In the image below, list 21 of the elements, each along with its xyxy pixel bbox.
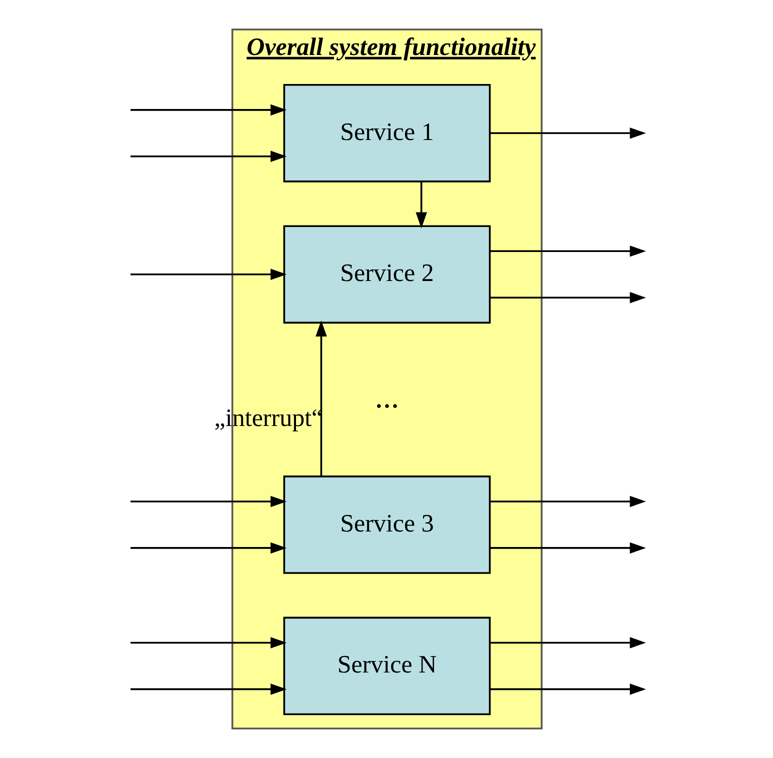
arrow — [490, 684, 646, 695]
arrow — [130, 496, 286, 508]
arrow — [490, 128, 646, 139]
arrow — [490, 246, 646, 257]
arrow — [130, 150, 286, 162]
node-box: Service 2 — [282, 225, 490, 324]
arrow — [130, 637, 286, 648]
arrow — [130, 684, 286, 695]
arrow — [415, 182, 426, 228]
arrow — [490, 496, 646, 508]
arrow — [130, 104, 286, 116]
arrow — [490, 637, 646, 648]
arrow — [130, 542, 286, 554]
arrow — [130, 268, 286, 280]
arrow — [490, 542, 646, 554]
node-box: Service 3 — [282, 476, 490, 574]
arrow — [490, 292, 646, 304]
label: ... — [374, 378, 399, 414]
arrow — [315, 320, 326, 476]
node-box: Service N — [282, 616, 490, 716]
node-box: Service 1 — [282, 84, 490, 182]
